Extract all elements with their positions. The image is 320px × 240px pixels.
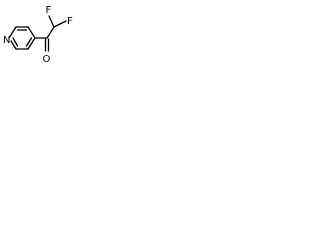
atom-label-fluorine-upper: F: [46, 5, 52, 16]
ring-bond-n-c2: [8, 26, 17, 39]
ring-bond-c4-c5: [27, 37, 36, 50]
atom-label-nitrogen: N: [3, 35, 10, 46]
atom-label-fluorine-right: F: [67, 16, 73, 27]
molecule-drawing: N O F F: [3, 5, 73, 65]
atom-label-oxygen: O: [43, 54, 51, 65]
bond-carbonyl-chf2: [46, 26, 55, 39]
bond-chf2-f-right: [53, 20, 67, 28]
ring-double-bond-inner-3: [12, 37, 19, 47]
structure-diagram: N O F F: [0, 0, 96, 66]
ring-bond-c3-c4: [27, 26, 36, 39]
ring-double-bond-inner-2: [25, 37, 33, 47]
ring-bond-c6-n: [10, 40, 17, 50]
bond-chf2-f-upper: [48, 15, 55, 28]
